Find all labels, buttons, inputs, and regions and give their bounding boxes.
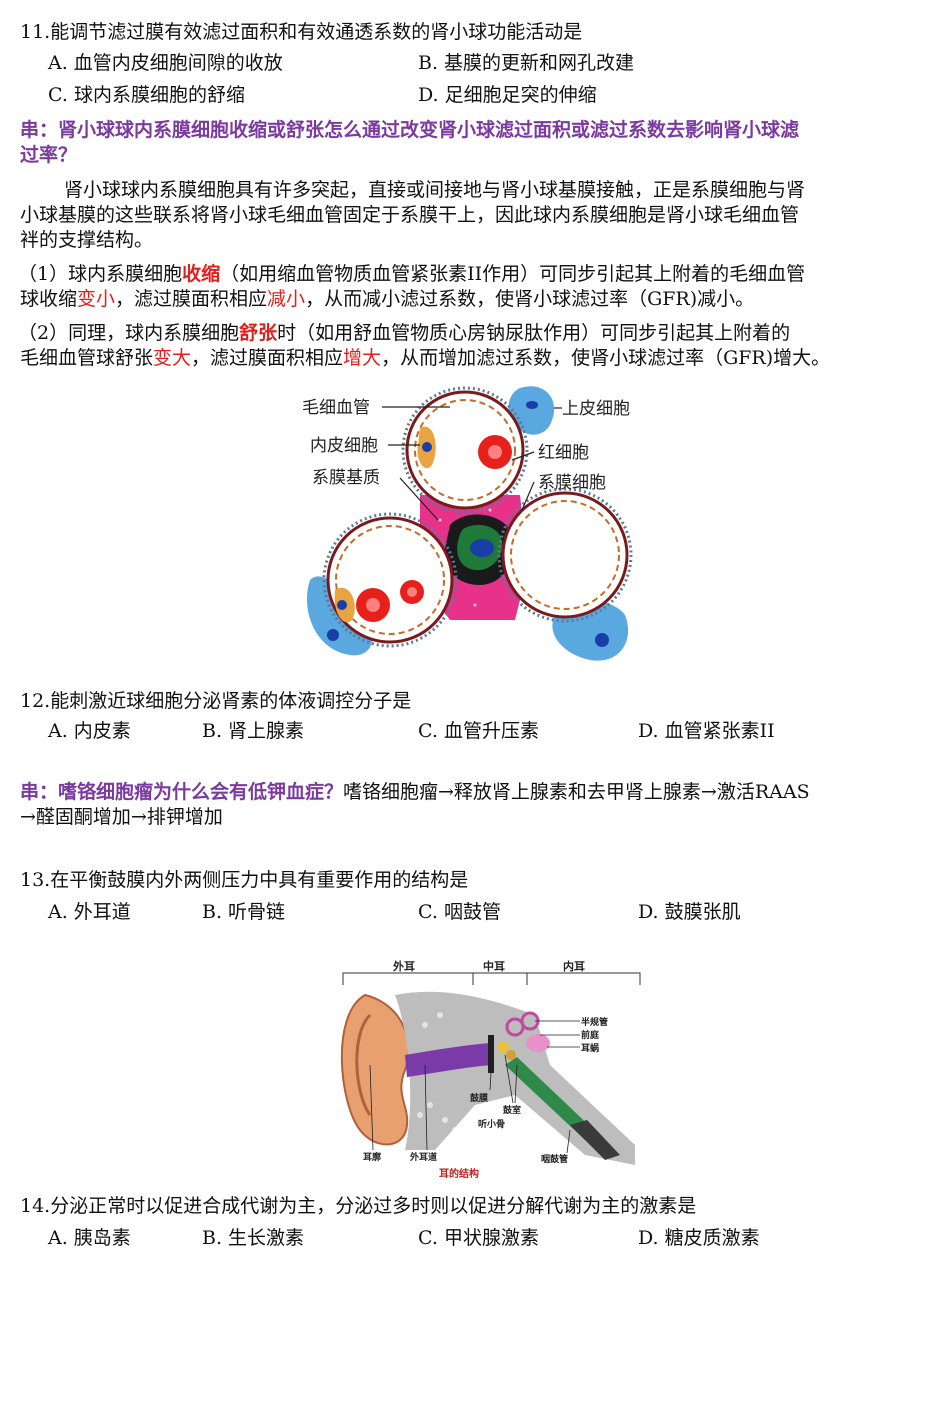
glomerulus-figure: 毛细血管 内皮细胞 系膜基质 上皮细胞 红细胞 系膜细胞: [302, 386, 633, 661]
note11-question-line1: 串：肾小球球内系膜细胞收缩或舒张怎么通过改变肾小球滤过面积或滤过系数去影响肾小球…: [20, 119, 800, 141]
q11-option-d: D. 足细胞足突的伸缩: [418, 84, 597, 106]
label-tympanic: 鼓室: [503, 1104, 521, 1116]
q13-stem: 13.在平衡鼓膜内外两侧压力中具有重要作用的结构是: [20, 869, 469, 891]
label-epithelial: 上皮细胞: [562, 399, 630, 419]
label-tube: 咽鼓管: [541, 1153, 568, 1165]
note11-para3-line2: 毛细血管球舒张变大，滤过膜面积相应增大，从而增加滤过系数，使肾小球滤过率（GFR…: [20, 347, 831, 369]
q14-option-c: C. 甲状腺激素: [418, 1227, 539, 1249]
label-outer-ear: 外耳: [392, 959, 415, 973]
ear-figure: 外耳 中耳 内耳 半规管 前庭 耳蜗 鼓膜 鼓室 听小骨 耳廓 外耳道 咽鼓管 …: [340, 959, 641, 1180]
note11-para1-line1: 肾小球球内系膜细胞具有许多突起，直接或间接地与肾小球基膜接触，正是系膜细胞与肾: [64, 179, 806, 201]
label-mesangial: 系膜细胞: [538, 473, 606, 493]
label-inner-ear: 内耳: [563, 959, 585, 973]
q12-option-d: D. 血管紧张素II: [638, 720, 775, 742]
note11-para2-line1: （1）球内系膜细胞收缩（如用缩血管物质血管紧张素II作用）可同步引起其上附着的毛…: [18, 263, 806, 285]
note11-para2-line2: 球收缩变小，滤过膜面积相应减小，从而减小滤过系数，使肾小球滤过率（GFR)减小。: [20, 288, 755, 310]
label-rbc: 红细胞: [538, 443, 589, 463]
q14-option-a: A. 胰岛素: [48, 1227, 131, 1249]
q12-stem: 12.能刺激近球细胞分泌肾素的体液调控分子是: [20, 690, 412, 712]
label-cochlea: 耳蜗: [581, 1042, 599, 1054]
q14-option-b: B. 生长激素: [202, 1227, 305, 1249]
label-eardrum: 鼓膜: [470, 1092, 489, 1104]
label-middle-ear: 中耳: [483, 959, 505, 973]
note11-para1-line3: 袢的支撑结构。: [20, 229, 154, 251]
note12-line1: 串：嗜铬细胞瘤为什么会有低钾血症？嗜铬细胞瘤→释放肾上腺素和去甲肾上腺素→激活R…: [20, 781, 810, 803]
q13-option-b: B. 听骨链: [202, 901, 286, 923]
note11-para1-line2: 小球基膜的这些联系将肾小球毛细血管固定于系膜干上，因此球内系膜细胞是肾小球毛细血…: [20, 204, 800, 226]
label-semicircular: 半规管: [581, 1016, 608, 1028]
label-vestibule: 前庭: [581, 1029, 600, 1041]
q12-option-a: A. 内皮素: [48, 720, 131, 742]
q13-option-c: C. 咽鼓管: [418, 901, 501, 923]
q13-option-d: D. 鼓膜张肌: [638, 901, 741, 923]
note12-line2: →醛固酮增加→排钾增加: [20, 806, 223, 828]
label-capillary: 毛细血管: [302, 398, 370, 418]
note11-question-line2: 过率？: [20, 144, 78, 166]
q14-stem: 14.分泌正常时以促进合成代谢为主，分泌过多时则以促进分解代谢为主的激素是: [20, 1195, 697, 1217]
q11-option-b: B. 基膜的更新和网孔改建: [418, 52, 635, 74]
label-matrix: 系膜基质: [312, 468, 380, 488]
q14-option-d: D. 糖皮质激素: [638, 1227, 760, 1249]
label-ossicles: 听小骨: [478, 1118, 505, 1130]
figure-caption: 耳的结构: [439, 1167, 479, 1180]
label-auricle: 耳廓: [363, 1151, 381, 1163]
label-canal: 外耳道: [409, 1151, 437, 1163]
q12-option-b: B. 肾上腺素: [202, 720, 305, 742]
note11-para3-line1: （2）同理，球内系膜细胞舒张时（如用舒血管物质心房钠尿肽作用）可同步引起其上附着…: [18, 322, 791, 344]
q12-option-c: C. 血管升压素: [418, 720, 539, 742]
q11-option-a: A. 血管内皮细胞间隙的收放: [48, 52, 283, 74]
q13-option-a: A. 外耳道: [48, 901, 131, 923]
q11-stem: 11.能调节滤过膜有效滤过面积和有效通透系数的肾小球功能活动是: [20, 21, 583, 43]
label-endothelial: 内皮细胞: [310, 436, 378, 456]
q11-option-c: C. 球内系膜细胞的舒缩: [48, 84, 245, 106]
